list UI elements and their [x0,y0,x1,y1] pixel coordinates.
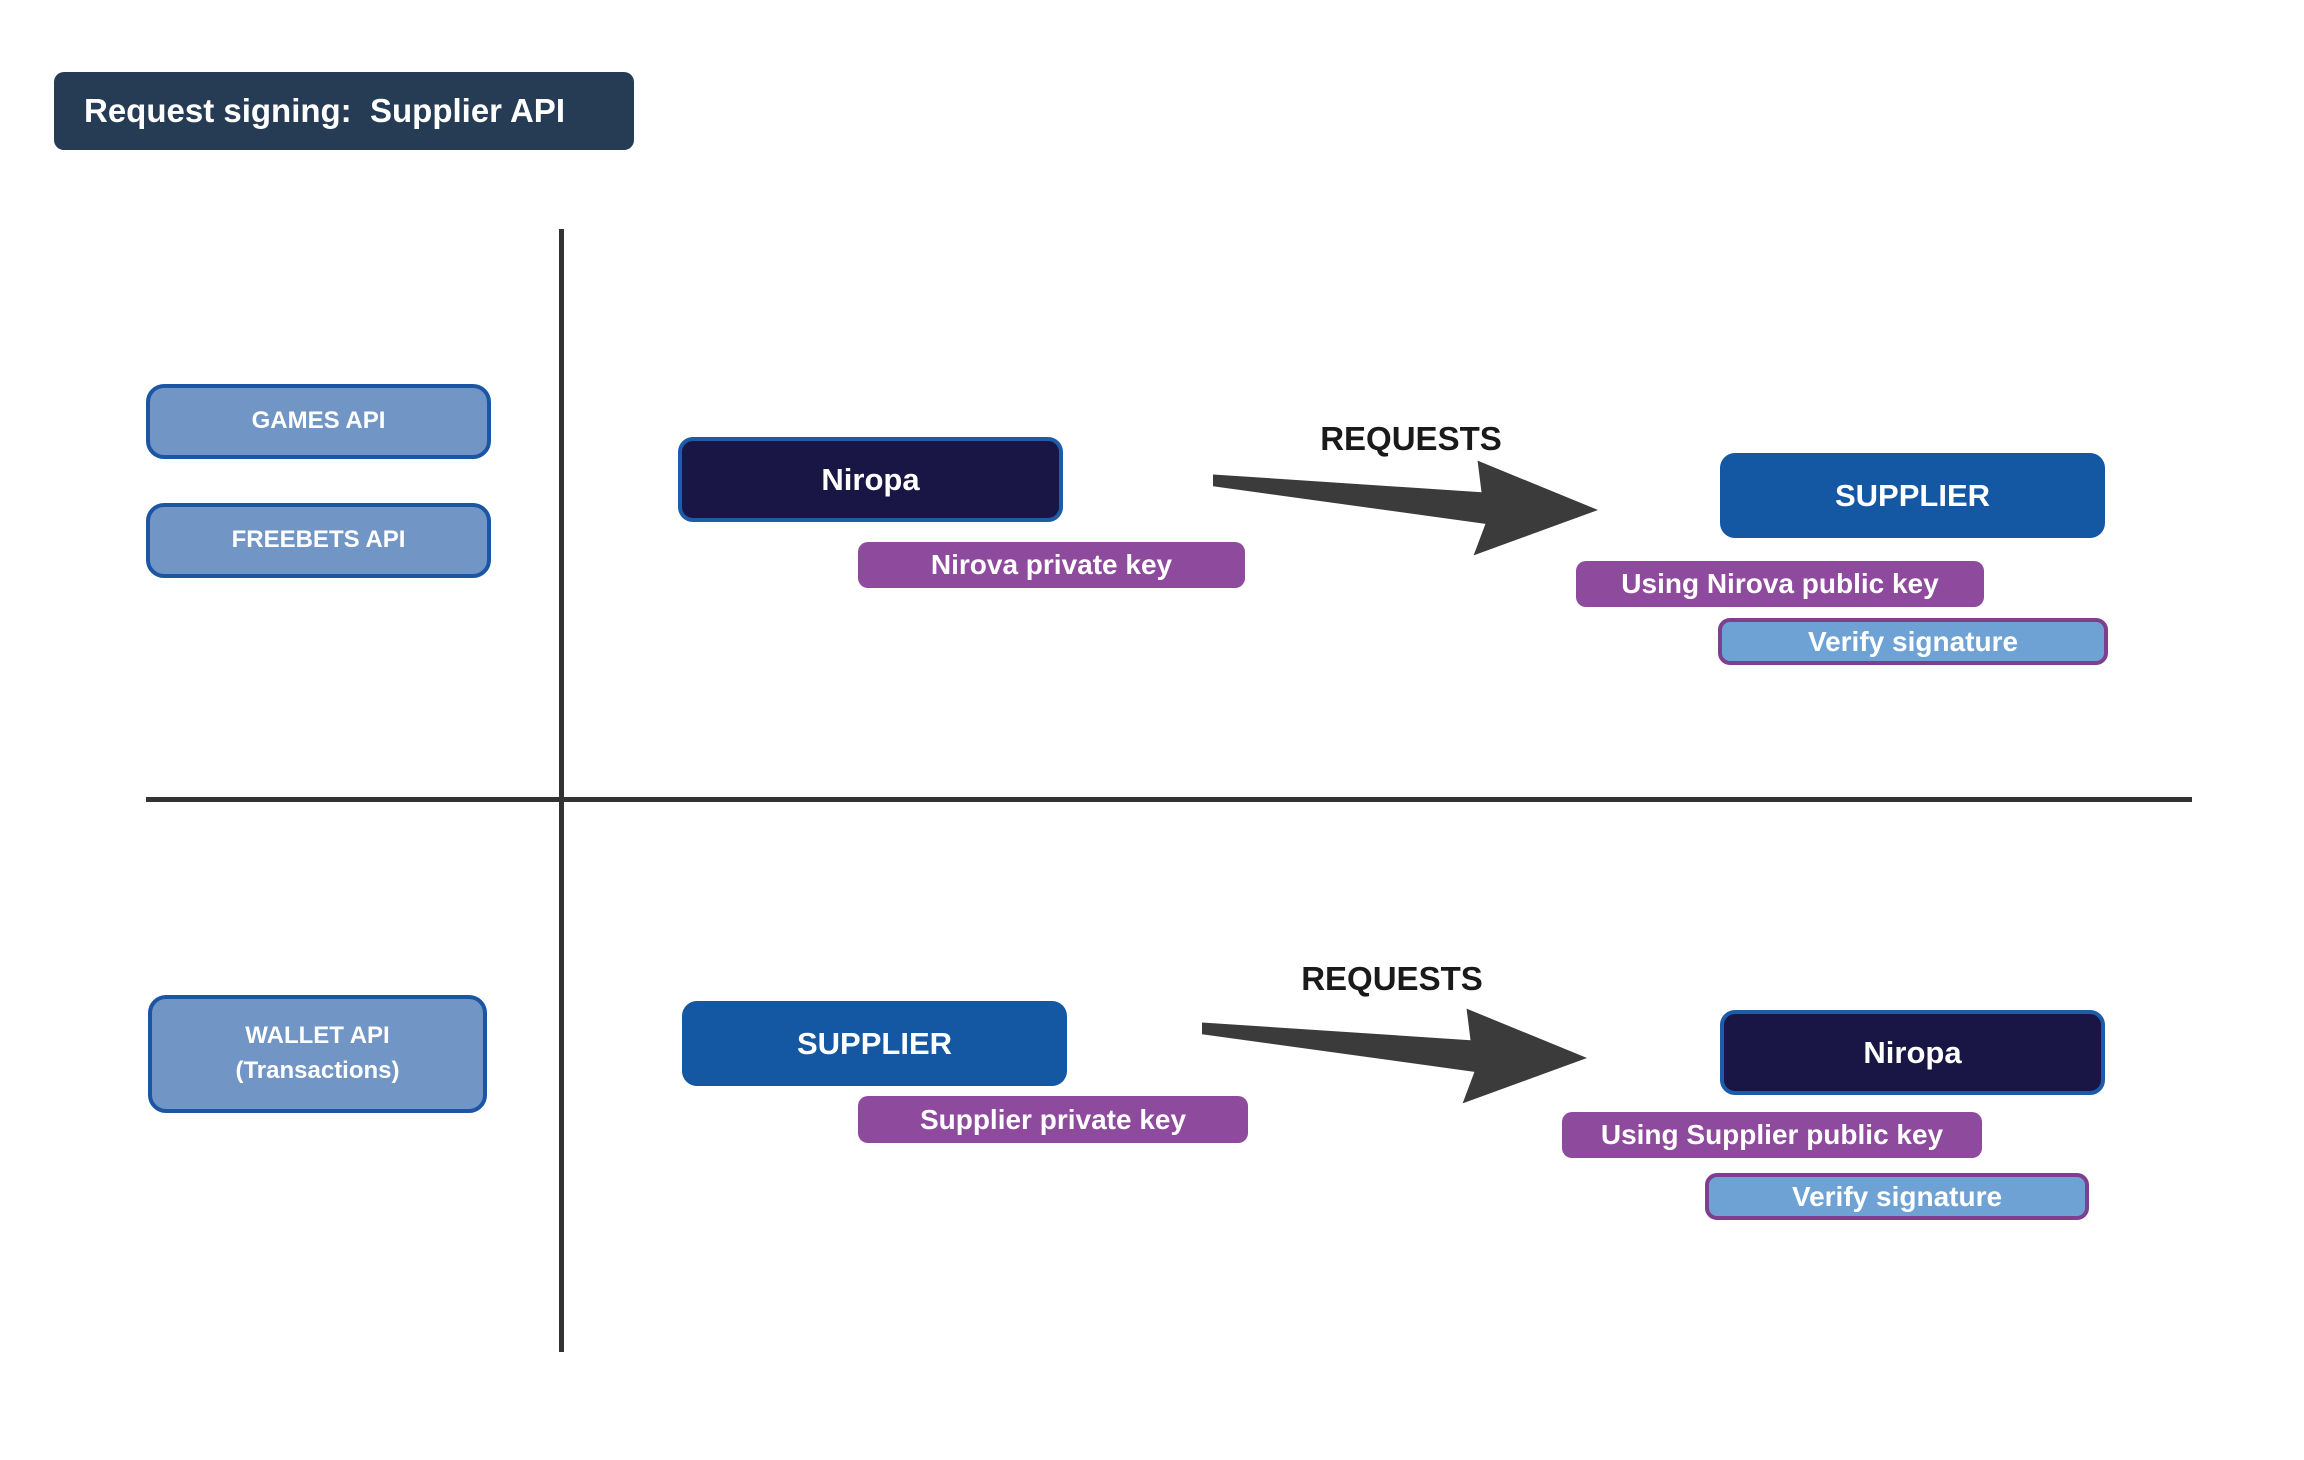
sender-private-key-label: Nirova private key [858,542,1245,588]
freebets-api-box: FREEBETS API [146,503,491,578]
sender-private-key-label: Supplier private key [858,1096,1248,1143]
wallet-api-label-line2: (Transactions) [235,1057,400,1084]
wallet-api-label-line1: WALLET API [245,1022,390,1050]
receiver-public-key-label: Using Nirova public key [1576,561,1984,607]
sender-box-niropa: Niropa [678,437,1063,522]
verify-signature-label: Verify signature [1705,1173,2089,1220]
receiver-label: Niropa [1863,1034,1962,1070]
games-api-label: GAMES API [251,407,386,435]
sender-label: Niropa [821,461,920,497]
freebets-api-label: FREEBETS API [231,526,406,554]
requests-arrow [1202,1008,1587,1104]
vertical-divider-line [559,229,564,1352]
games-api-box: GAMES API [146,384,491,459]
requests-label: REQUESTS [1301,960,1483,997]
requests-arrow [1213,460,1598,556]
wallet-api-box: WALLET API (Transactions) [148,995,487,1113]
requests-label: REQUESTS [1320,420,1502,457]
receiver-box-niropa: Niropa [1720,1010,2105,1095]
verify-signature-label: Verify signature [1718,618,2108,665]
sender-box-supplier: SUPPLIER [682,1001,1067,1086]
receiver-box-supplier: SUPPLIER [1720,453,2105,538]
receiver-label: SUPPLIER [1834,477,1991,513]
diagram-title: Request signing: Supplier API [54,72,634,150]
horizontal-divider-line [146,797,2192,802]
receiver-public-key-label: Using Supplier public key [1562,1112,1982,1158]
sender-label: SUPPLIER [796,1025,953,1061]
